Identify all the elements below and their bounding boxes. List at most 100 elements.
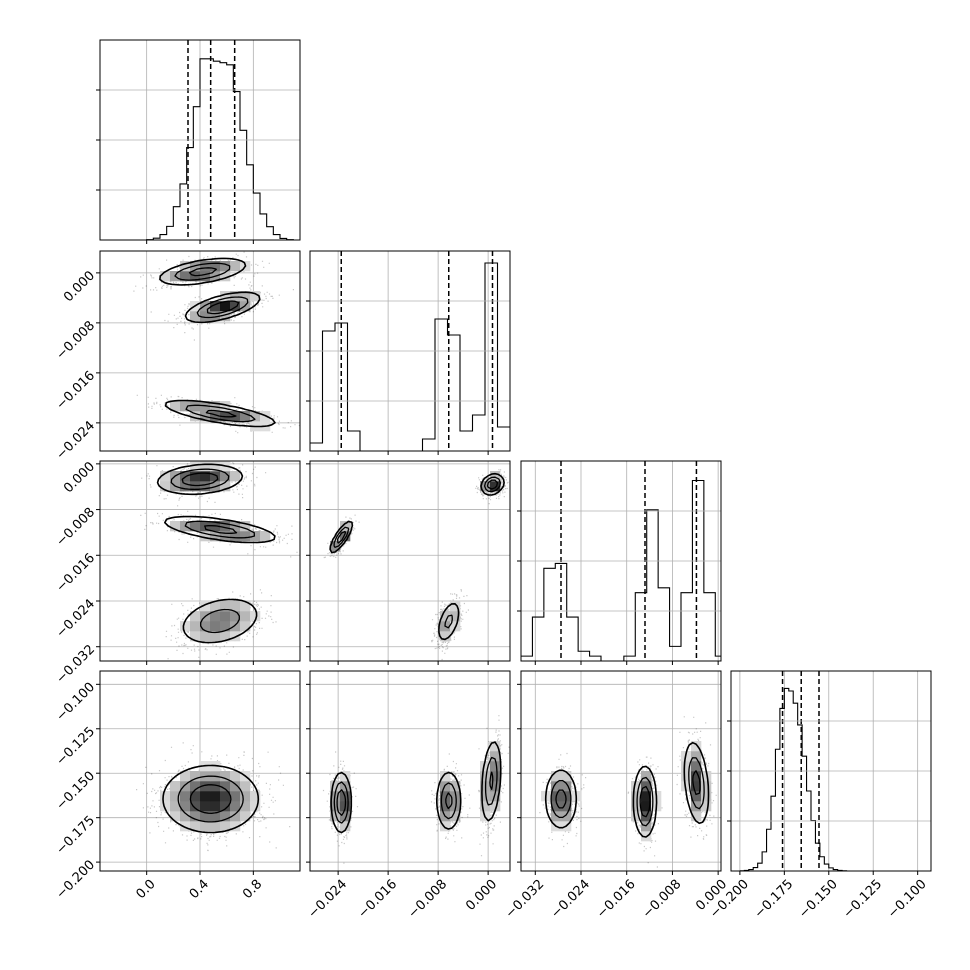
contour-line xyxy=(333,476,502,629)
density-cell xyxy=(220,401,231,412)
density-cell xyxy=(230,601,241,612)
density-cell xyxy=(250,791,261,802)
density-cell xyxy=(701,791,712,802)
contour-line xyxy=(189,784,232,814)
density-cell xyxy=(480,791,491,802)
density-cell xyxy=(631,781,642,792)
density-cell xyxy=(190,401,201,412)
density-cell xyxy=(450,611,461,622)
density-cell xyxy=(160,271,171,282)
density-cell xyxy=(691,791,702,802)
density-cell xyxy=(210,411,221,422)
density-cell xyxy=(200,531,211,542)
density-cell xyxy=(480,761,491,772)
density-cell xyxy=(681,781,692,792)
contour-line xyxy=(188,267,240,418)
density-cell xyxy=(701,771,712,782)
density-cell xyxy=(170,781,181,792)
histogram-step xyxy=(739,687,865,872)
density-cell xyxy=(210,821,221,832)
density-cell xyxy=(210,631,221,642)
density-cell xyxy=(220,481,231,492)
density-cell xyxy=(220,531,231,542)
density-cell xyxy=(551,801,562,812)
scatter-points xyxy=(539,716,717,868)
y-tick-label: −0.200 xyxy=(53,858,98,903)
density-cell xyxy=(190,411,201,422)
density-cell xyxy=(440,631,451,642)
density-cell xyxy=(210,401,221,412)
density-cell xyxy=(691,811,702,822)
density-cell xyxy=(210,781,221,792)
density-cell xyxy=(220,311,231,322)
density-cell xyxy=(180,821,191,832)
density-cell xyxy=(641,791,652,802)
density-cell xyxy=(200,311,211,322)
density-cell xyxy=(200,271,211,282)
density-cell xyxy=(220,631,231,642)
density-cell xyxy=(220,801,231,812)
density-cell xyxy=(490,471,501,482)
density-cell xyxy=(220,791,231,802)
density-cell xyxy=(200,791,211,802)
density-cell xyxy=(631,801,642,812)
histogram-step xyxy=(521,479,721,662)
density-cell xyxy=(490,771,501,782)
contour-line xyxy=(555,770,701,818)
density-cell xyxy=(340,531,351,542)
density-cell xyxy=(190,791,201,802)
density-cell xyxy=(230,811,241,822)
density-cell xyxy=(200,471,211,482)
density-cell xyxy=(250,291,261,302)
density-cell xyxy=(330,811,341,822)
density-cell xyxy=(170,801,181,812)
density-cell xyxy=(200,461,211,472)
density-cell xyxy=(240,601,251,612)
density-cell xyxy=(190,611,201,622)
contour-line xyxy=(181,472,238,534)
density-cell xyxy=(250,411,261,422)
density-cell xyxy=(240,801,251,812)
density-cell xyxy=(250,531,261,542)
density-cell xyxy=(230,301,241,312)
density-cell xyxy=(210,261,221,272)
density-cell xyxy=(220,621,231,632)
x-tick-label: −0.008 xyxy=(406,877,451,922)
panel-frame xyxy=(309,250,511,452)
density-cell xyxy=(480,771,491,782)
density-cell xyxy=(170,401,181,412)
y-tick-label: 0.000 xyxy=(61,459,98,496)
density-cell xyxy=(551,811,562,822)
panel-frame xyxy=(99,460,301,662)
density-cell xyxy=(160,471,171,482)
density-cell xyxy=(240,811,251,822)
hist-panel-2 xyxy=(517,460,722,665)
density-cell xyxy=(180,271,191,282)
density-cell xyxy=(210,811,221,822)
density-cell xyxy=(450,801,461,812)
scatter-points xyxy=(323,469,509,661)
density-cell xyxy=(230,771,241,782)
pair-content xyxy=(539,716,717,868)
density-cell xyxy=(220,291,231,302)
density-cell xyxy=(190,631,201,642)
density-cell xyxy=(210,531,221,542)
density-cell xyxy=(440,791,451,802)
x-tick-label: 0.0 xyxy=(133,877,158,902)
density-cell xyxy=(220,521,231,532)
density-cell xyxy=(330,541,341,552)
density-cell xyxy=(340,811,351,822)
pair-panel-3-2 xyxy=(517,670,722,875)
density-cell xyxy=(210,801,221,812)
density-cell xyxy=(190,811,201,822)
histogram-step xyxy=(310,262,510,452)
contour-line xyxy=(162,764,260,834)
density-cell xyxy=(230,621,241,632)
contour-line xyxy=(156,463,276,644)
density-cell xyxy=(561,771,572,782)
panel-frame xyxy=(520,670,722,872)
density-cell xyxy=(190,781,201,792)
density-cell xyxy=(230,291,241,302)
contour-line xyxy=(174,262,256,423)
